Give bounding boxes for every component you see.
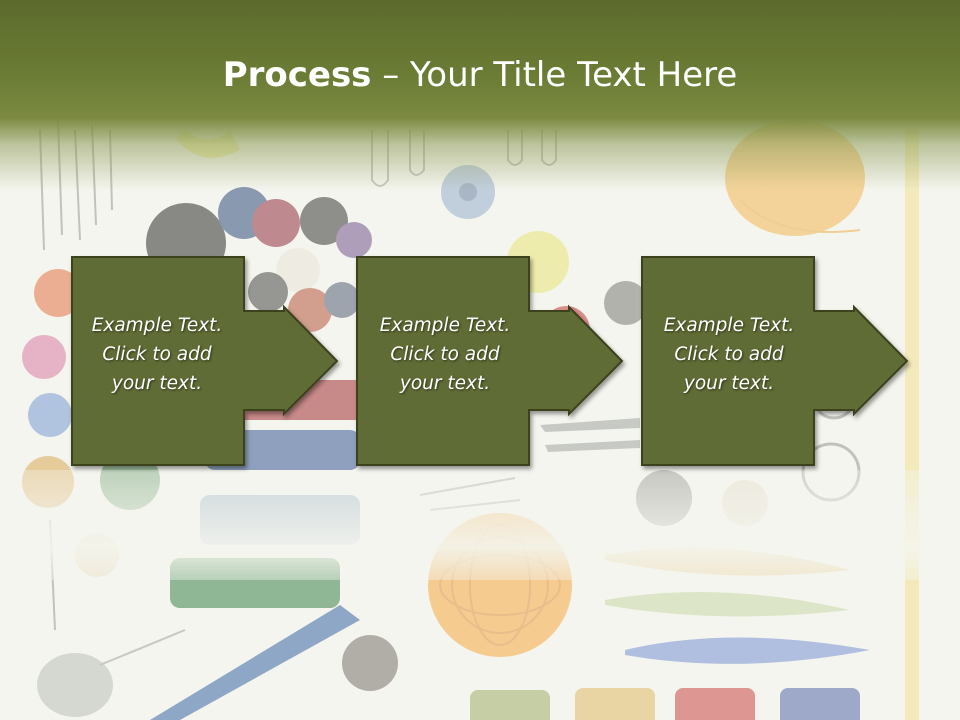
title-bold: Process	[222, 55, 372, 95]
step-2-line-1: Example Text.	[379, 315, 511, 336]
step-1-arrow[interactable]	[71, 256, 339, 466]
step-1-line-2: Click to add	[102, 344, 212, 365]
slide-title[interactable]: Process – Your Title Text Here	[0, 52, 960, 98]
step-3-text[interactable]: Example Text. Click to add your text.	[644, 311, 814, 398]
step-1-line-1: Example Text.	[91, 315, 223, 336]
title-bar	[0, 0, 960, 190]
step-3-line-3: your text.	[683, 373, 775, 394]
step-2-line-2: Click to add	[390, 344, 500, 365]
step-1-text[interactable]: Example Text. Click to add your text.	[72, 311, 242, 398]
step-1-line-3: your text.	[111, 373, 203, 394]
step-3-arrow[interactable]	[641, 256, 909, 466]
step-2-line-3: your text.	[399, 373, 491, 394]
reflection-fade	[0, 470, 960, 580]
title-rest: – Your Title Text Here	[371, 55, 738, 95]
step-3-line-1: Example Text.	[663, 315, 795, 336]
step-3-line-2: Click to add	[674, 344, 784, 365]
step-2-text[interactable]: Example Text. Click to add your text.	[360, 311, 530, 398]
step-2-arrow[interactable]	[356, 256, 624, 466]
